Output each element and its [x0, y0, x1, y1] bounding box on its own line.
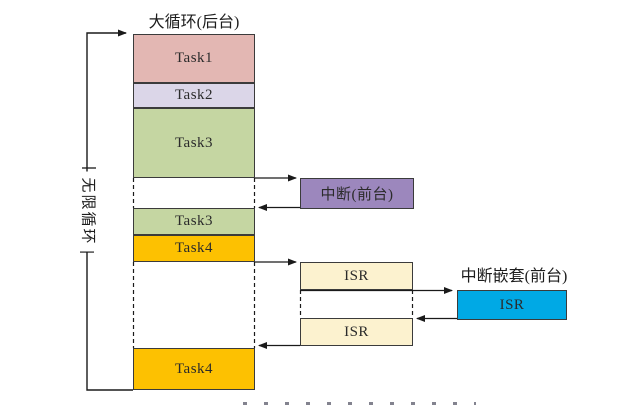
interrupt-foreground-box: 中断(前台) [300, 178, 414, 209]
task3-resume-label: Task3 [174, 213, 214, 229]
task1-box: Task1 [133, 34, 255, 83]
task4-resume-box: Task4 [133, 348, 255, 390]
task4-resume-label: Task4 [174, 360, 214, 377]
nested-isr-box: ISR [457, 290, 567, 320]
infinite-loop-label: 无限循环 [77, 171, 97, 252]
task4-label: Task4 [174, 240, 214, 256]
interrupt-foreground-label: 中断(前台) [320, 187, 394, 203]
isr-box-1: ISR [300, 262, 413, 290]
task4-box: Task4 [133, 235, 255, 262]
task3-label: Task3 [174, 134, 214, 151]
isr1-label: ISR [344, 267, 369, 284]
task1-label: Task1 [174, 50, 214, 66]
nested-isr-label: ISR [499, 296, 525, 313]
nested-interrupt-title: 中断嵌套(前台) [460, 268, 568, 285]
isr2-label: ISR [344, 323, 369, 340]
task2-box: Task2 [133, 83, 255, 108]
task3-resume-box: Task3 [133, 208, 255, 235]
task2-label: Task2 [174, 87, 214, 103]
caption-top-edge-fragment [243, 402, 476, 405]
isr-box-2: ISR [300, 318, 413, 346]
task3-box: Task3 [133, 108, 255, 178]
background-loop-title: 大循环(后台) [148, 14, 240, 31]
